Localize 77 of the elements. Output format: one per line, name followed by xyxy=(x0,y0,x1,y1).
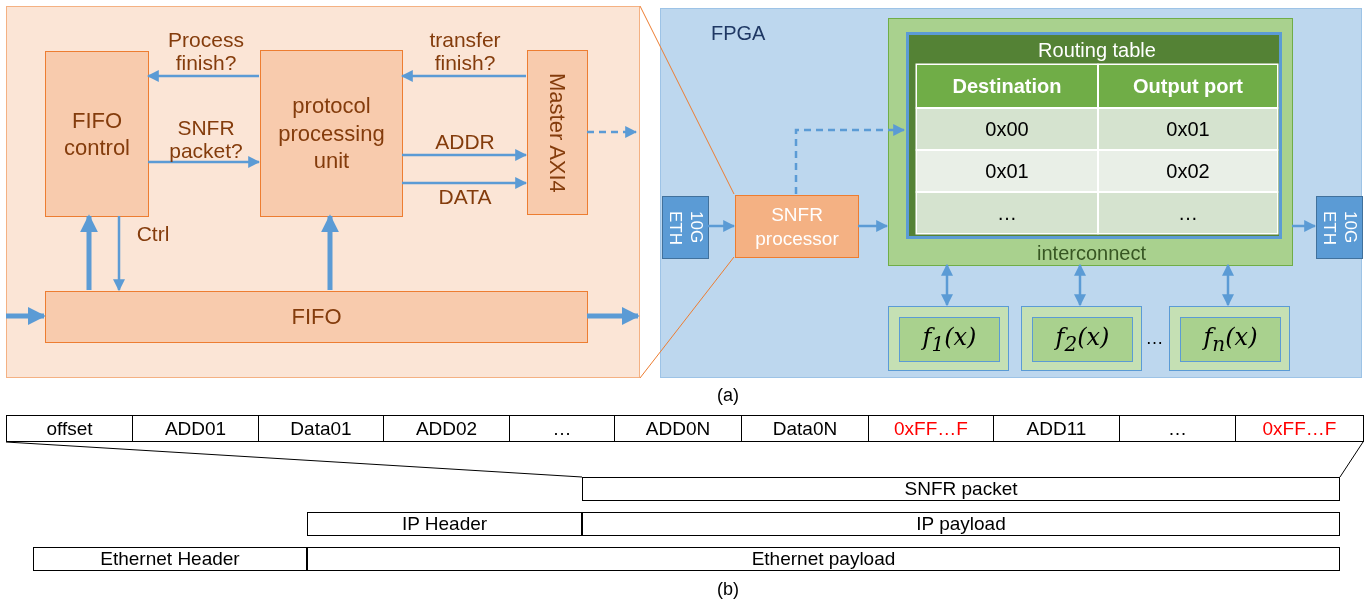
zoom-line xyxy=(5,441,583,478)
port-box xyxy=(662,196,709,259)
process-box xyxy=(527,50,588,215)
box-label: f$_{2}$(x) xyxy=(1055,322,1110,357)
packet-segment xyxy=(582,512,1340,536)
arrow xyxy=(858,220,889,232)
process-box xyxy=(45,51,149,217)
function-box xyxy=(1032,317,1133,362)
ellipsis-text: … xyxy=(1144,326,1165,350)
box-label: interconnect xyxy=(1036,241,1147,266)
figure-caption: (a) xyxy=(716,384,740,406)
box-label: 10G ETH xyxy=(664,209,707,247)
arrow xyxy=(402,149,528,161)
box-label: Ethernet payload xyxy=(751,547,896,571)
box-label: Ethernet Header xyxy=(100,547,240,571)
table-cell: … xyxy=(917,193,1097,233)
packet-segment xyxy=(307,547,1340,571)
box-label: f$_{n}$(x) xyxy=(1203,322,1258,357)
panel-title: FPGA xyxy=(711,21,767,46)
arrow xyxy=(113,216,125,292)
box-label: f$_{1}$(x) xyxy=(922,322,977,357)
arrow xyxy=(587,126,638,138)
fpga-panel xyxy=(660,8,1362,378)
arrow xyxy=(587,307,640,325)
arrow xyxy=(794,124,906,194)
box-label: Master AXI4 xyxy=(544,72,572,193)
arrow xyxy=(321,214,339,290)
zoom-panel xyxy=(6,6,640,378)
arrow xyxy=(400,70,526,82)
table-cell: 0x00 xyxy=(917,109,1097,149)
arrow xyxy=(708,220,736,232)
function-box xyxy=(899,317,1000,362)
arrow xyxy=(1292,220,1317,232)
edge-label: ADDR xyxy=(434,131,496,153)
arrow xyxy=(6,307,46,325)
port-box xyxy=(1316,196,1363,259)
box-label: 10G ETH xyxy=(1318,209,1361,247)
table-title: Routing table xyxy=(1037,38,1157,63)
process-box xyxy=(260,50,403,217)
table-cell: … xyxy=(1099,193,1277,233)
arrow xyxy=(146,70,259,82)
packet-segment xyxy=(307,512,582,536)
table-panel xyxy=(906,32,1282,239)
edge-label: transfer finish? xyxy=(428,28,502,74)
column-header: Output port xyxy=(1099,65,1277,107)
arrow xyxy=(148,156,261,168)
double-arrow xyxy=(941,263,953,307)
function-slot xyxy=(1169,306,1290,371)
edge-label: SNFR packet? xyxy=(168,116,244,162)
box-label: IP Header xyxy=(401,512,488,536)
table-cell: 0x01 xyxy=(917,151,1097,191)
edge-label: Process finish? xyxy=(167,28,245,74)
edge-label: Ctrl xyxy=(135,222,171,246)
double-arrow xyxy=(1222,263,1234,307)
double-arrow xyxy=(1074,263,1086,307)
interconnect-box xyxy=(888,18,1293,266)
table-cell: 0x01 xyxy=(1099,109,1277,149)
box-label: protocol processing unit xyxy=(277,92,386,175)
process-box xyxy=(735,195,859,258)
function-box xyxy=(1180,317,1281,362)
function-slot xyxy=(1021,306,1142,371)
arrow xyxy=(80,214,98,290)
table-cell: 0x02 xyxy=(1099,151,1277,191)
column-header: Destination xyxy=(917,65,1097,107)
box-label: FIFO control xyxy=(62,106,131,162)
figure-caption: (b) xyxy=(716,578,740,600)
box-label: FIFO xyxy=(291,303,342,331)
box-label: SNFR packet xyxy=(904,477,1018,501)
arrow xyxy=(402,177,528,189)
buffer-box xyxy=(45,291,588,343)
edge-label: DATA xyxy=(437,186,493,208)
box-label: SNFR processor xyxy=(754,202,840,251)
function-slot xyxy=(888,306,1009,371)
packet-segment xyxy=(582,477,1340,501)
zoom-line xyxy=(1339,441,1364,478)
box-label: IP payload xyxy=(916,512,1006,536)
packet-segment xyxy=(33,547,307,571)
